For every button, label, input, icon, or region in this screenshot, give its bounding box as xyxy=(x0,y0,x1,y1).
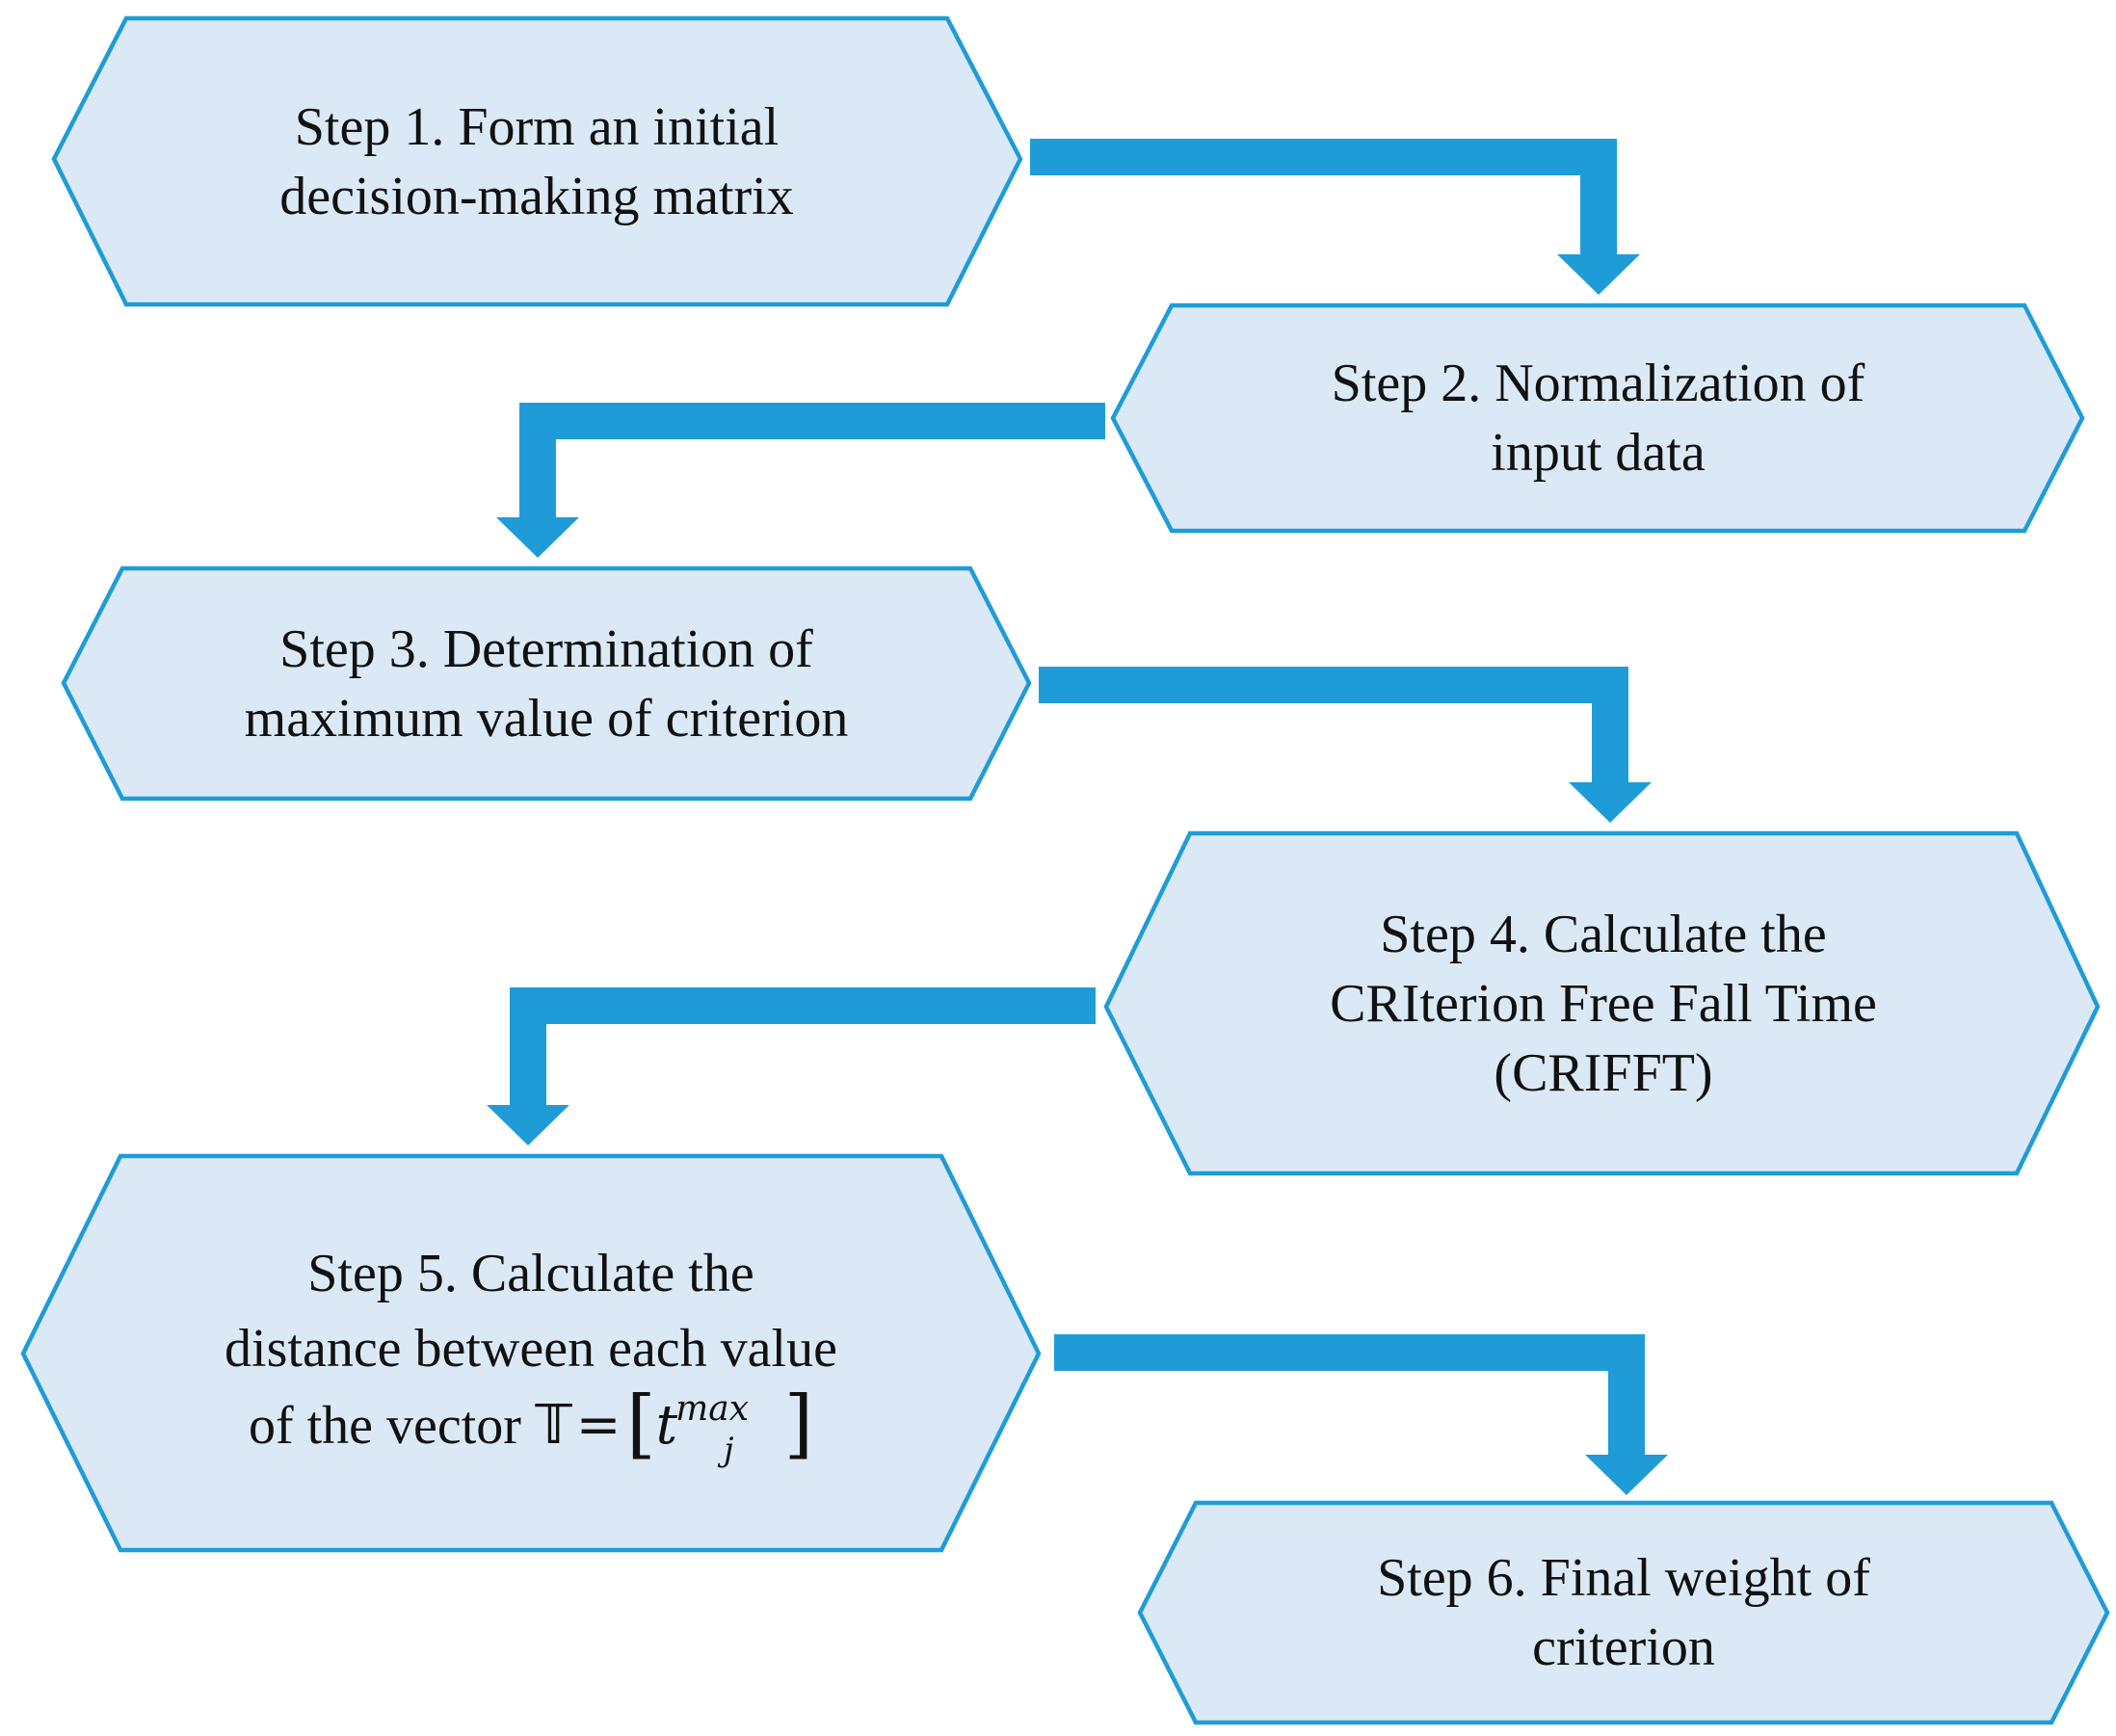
step-3-box xyxy=(61,566,1032,802)
step-3-line-2: maximum value of criterion xyxy=(244,688,849,749)
step-4-line-2: CRIterion Free Fall Time xyxy=(1330,973,1877,1034)
step-2-text: Step 2. Normalization of input data xyxy=(1172,305,2024,531)
step-6-text: Step 6. Final weight of criterion xyxy=(1196,1503,2051,1723)
arrow-step4-to-step5 xyxy=(487,987,1096,1145)
step-2-box xyxy=(1110,302,2085,534)
step-6-line-1: Step 6. Final weight of xyxy=(1377,1548,1870,1608)
step-2-line-2: input data xyxy=(1491,423,1706,483)
step-5-line-2: distance between each value xyxy=(225,1319,837,1379)
step-4-box xyxy=(1103,830,2101,1176)
formula-subscript: j xyxy=(724,1431,734,1469)
step-4-line-3: (CRIFFT) xyxy=(1494,1042,1713,1103)
formula-close-bracket: ] xyxy=(783,1381,814,1467)
step-3-line-1: Step 3. Determination of xyxy=(279,618,813,679)
arrow-step1-to-step2 xyxy=(1030,139,1640,295)
step-5-box xyxy=(20,1153,1042,1553)
step-1-line-2: decision-making matrix xyxy=(279,166,794,226)
step-4-text: Step 4. Calculate the CRIterion Free Fal… xyxy=(1190,833,2017,1173)
arrow-step3-to-step4 xyxy=(1039,667,1652,823)
arrow-step5-to-step6 xyxy=(1054,1334,1668,1495)
arrow-step2-to-step3 xyxy=(496,403,1105,558)
step-3-text: Step 3. Determination of maximum value o… xyxy=(122,568,970,799)
formula-superscript: max xyxy=(675,1389,750,1429)
step-6-box xyxy=(1137,1500,2110,1725)
step-2-line-1: Step 2. Normalization of xyxy=(1331,354,1865,413)
formula-open-bracket: [ xyxy=(626,1381,656,1467)
step-5-line-3: of the vector 𝕋 = [tmaxj] xyxy=(249,1386,813,1470)
step-5-formula: 𝕋 = [tmaxj] xyxy=(534,1386,813,1469)
step-5-text: Step 5. Calculate the distance between e… xyxy=(120,1156,941,1550)
step-1-text: Step 1. Form an initial decision-making … xyxy=(126,18,947,304)
formula-base: t xyxy=(655,1394,678,1457)
vector-symbol: 𝕋 xyxy=(534,1394,572,1457)
step-1-box xyxy=(51,15,1023,307)
step-6-line-2: criterion xyxy=(1532,1618,1715,1677)
step-5-line-3-text: of the vector xyxy=(248,1396,535,1456)
step-1-line-1: Step 1. Form an initial xyxy=(294,96,780,157)
step-5-line-1: Step 5. Calculate the xyxy=(307,1244,754,1303)
formula-equals: = xyxy=(575,1394,622,1457)
step-4-line-1: Step 4. Calculate the xyxy=(1380,904,1827,964)
